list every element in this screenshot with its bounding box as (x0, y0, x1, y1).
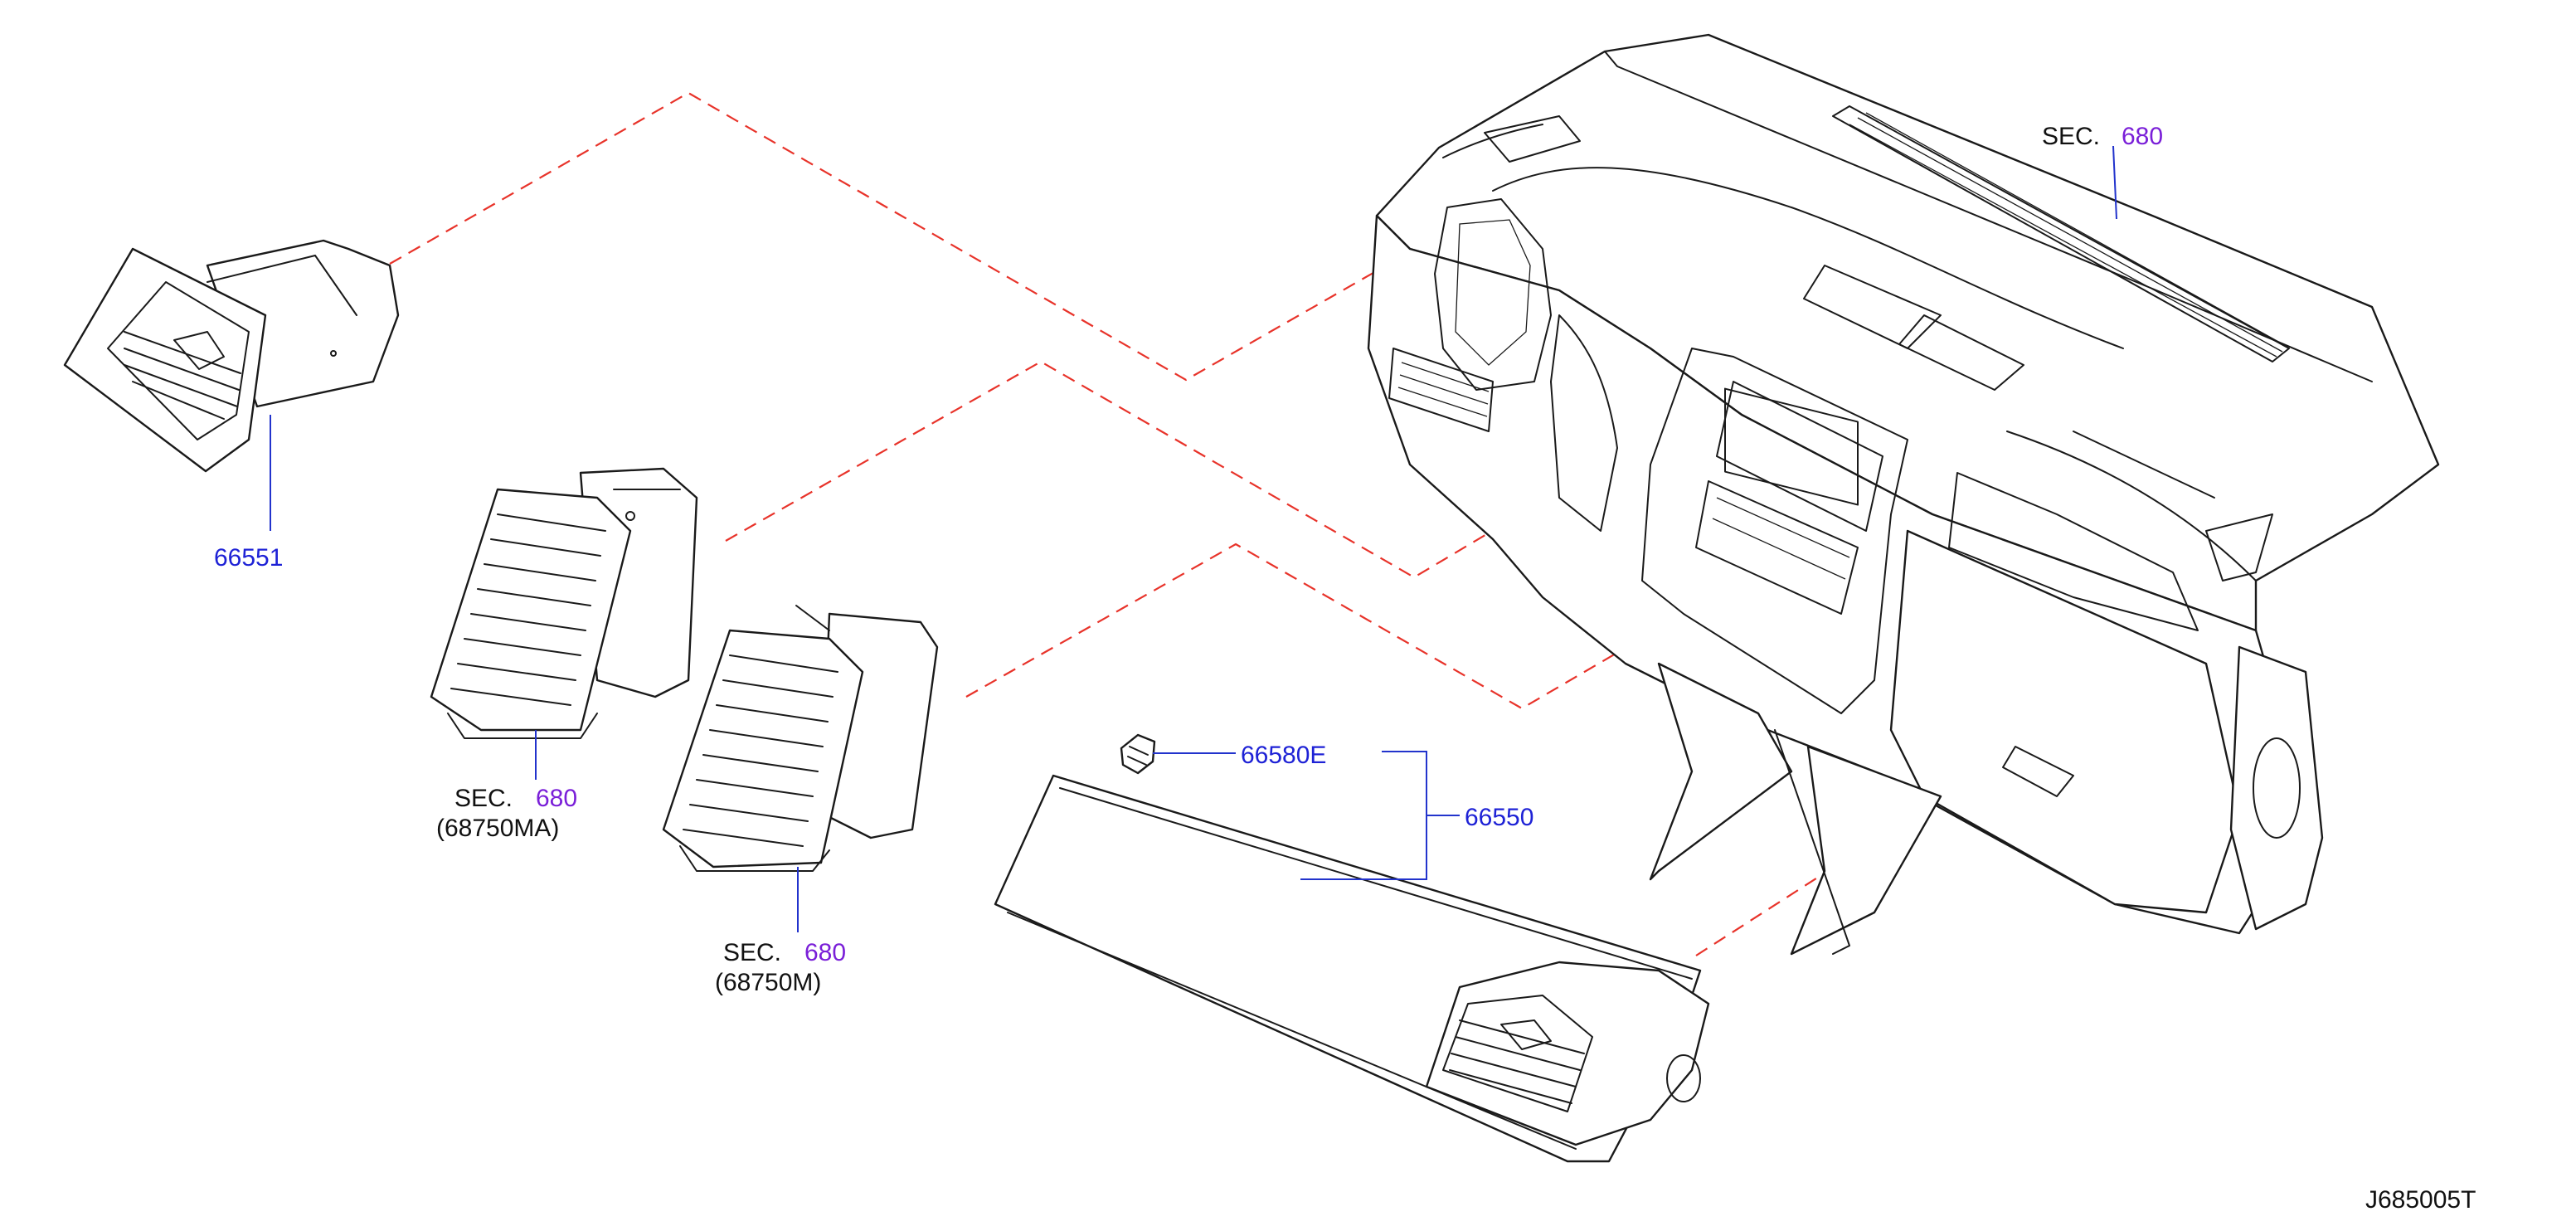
vent-66550-outlet-housing (1425, 961, 1710, 1146)
assembly-line-68750ma (725, 360, 1713, 579)
callout-66551[interactable]: 66551 (214, 544, 283, 572)
diagram-id: J685005T (2365, 1186, 2476, 1214)
steering-column-opening (1550, 314, 1618, 532)
panel-side-vent-left (1388, 348, 1494, 432)
sec-mid-prefix: SEC. (723, 939, 781, 966)
glove-box-handle (2002, 746, 2074, 797)
part-number-66580e: 66580E (1241, 742, 1326, 769)
vent-66551-louvers (124, 331, 241, 420)
callout-sec-mid[interactable]: SEC. 680 (68750M) (715, 939, 846, 996)
sec-left-number: 680 (536, 785, 577, 812)
vent-66551-knob (173, 331, 225, 370)
vent-68750m-louvers (683, 654, 838, 847)
assembly-line-66551 (389, 91, 1477, 382)
right-end-vent-ring (2253, 737, 2301, 839)
vent-66551-face (107, 281, 250, 440)
vent-66550-louvers (1449, 1019, 1585, 1104)
sec-mid-ref: (68750M) (715, 969, 821, 996)
center-ventilator-66550[interactable] (994, 774, 1710, 1163)
instrument-panel-assembly[interactable] (1367, 33, 2440, 956)
clip-66580e[interactable] (1120, 733, 1156, 775)
passenger-dash-surface (2006, 431, 2257, 581)
callout-sec-left[interactable]: SEC. 680 (68750MA) (436, 785, 577, 842)
panel-side-vent-left-louvers (1397, 362, 1490, 417)
lower-support-bracket (1790, 745, 1942, 956)
defroster-grille (1832, 105, 2290, 362)
sec-mid-number: 680 (804, 939, 846, 966)
clip-66580e-body (1120, 733, 1156, 775)
side-ventilator-66551[interactable] (63, 239, 400, 473)
leader-lines (270, 145, 2117, 932)
meter-hood (1484, 115, 1581, 163)
vent-66550-dial (1666, 1054, 1701, 1102)
sec-left-prefix: SEC. (454, 785, 513, 812)
center-display-frame (1716, 381, 1883, 532)
defroster-slots (1849, 112, 2288, 358)
sec-upper-prefix: SEC. (2042, 123, 2100, 150)
vent-68750ma-body (430, 488, 632, 732)
climate-control-panel (1695, 480, 1859, 615)
sec-upper-number: 680 (2122, 123, 2163, 150)
left-cluster-opening (1434, 198, 1552, 391)
part-number-66551: 66551 (214, 544, 283, 572)
right-end-cap (2229, 645, 2324, 931)
vent-66550-outlet-face (1442, 995, 1593, 1112)
side-ventilator-68750ma[interactable] (430, 467, 698, 739)
callout-sec-upper[interactable]: SEC. 680 (2042, 123, 2163, 150)
sec-left-ref: (68750MA) (436, 815, 559, 842)
vent-68750ma-louvers (450, 513, 606, 706)
callout-66550[interactable]: 66550 (1465, 804, 1533, 831)
center-stack-frame (1641, 348, 1908, 714)
part-number-66550: 66550 (1465, 804, 1533, 831)
glove-box (1889, 529, 2241, 914)
vent-66550-knob (1500, 1019, 1552, 1050)
panel-top-contour (1492, 167, 2124, 349)
leader-sec-upper (2112, 145, 2117, 220)
center-display (1724, 387, 1859, 506)
passenger-vent-cavity (1948, 472, 2199, 631)
center-console-leg (1649, 662, 1793, 881)
side-ventilator-68750m[interactable] (662, 605, 939, 872)
callout-66580e[interactable]: 66580E (1241, 742, 1326, 769)
